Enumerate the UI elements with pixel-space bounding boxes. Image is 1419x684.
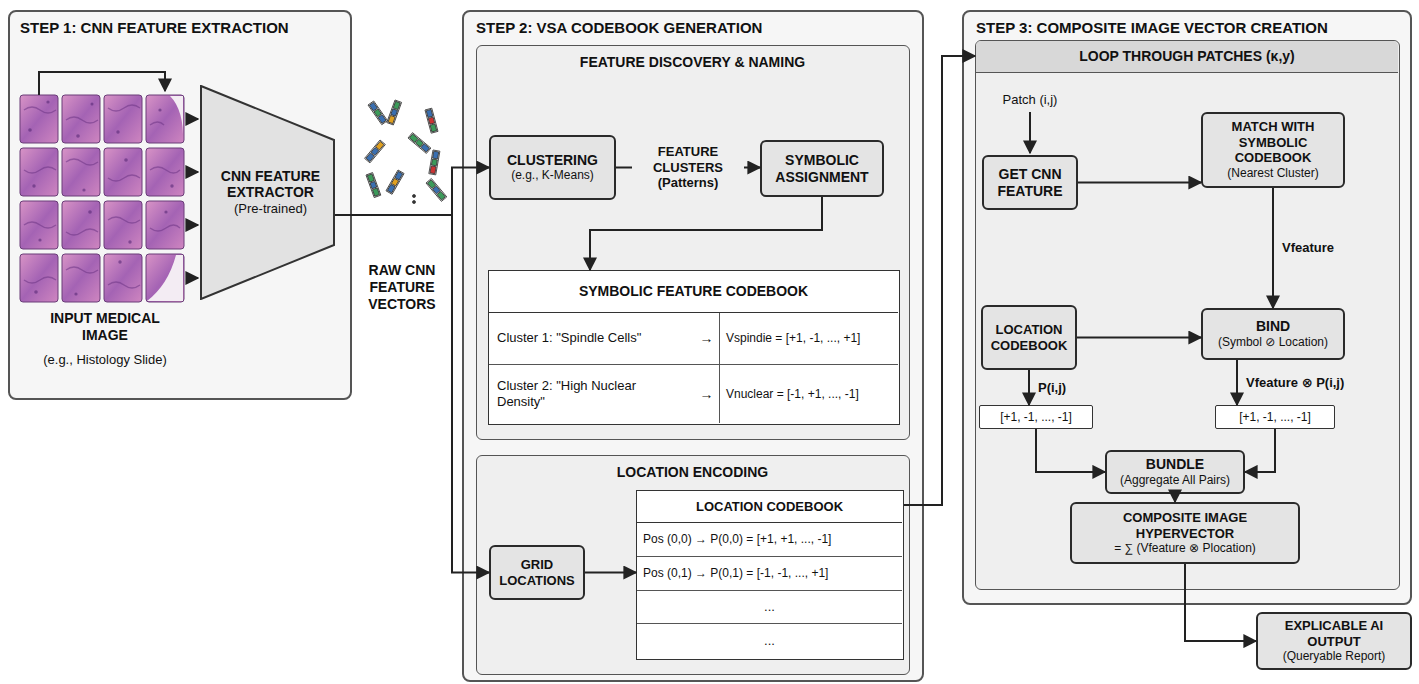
table-cell: Pos (0,1) → P(0,1) = [-1, -1, ..., +1] — [637, 557, 902, 591]
node-text: STEP 3: COMPOSITE IMAGE VECTOR CREATION — [976, 18, 1396, 38]
process-box: GRID LOCATIONS — [489, 545, 585, 600]
node-text: LOCATION ENCODING — [477, 464, 908, 481]
node-text: ... — [637, 599, 902, 615]
cnn-extractor: CNN FEATURE EXTRACTOR(Pre-trained) — [200, 85, 335, 300]
text-holder: Patch (i,j) — [990, 92, 1070, 108]
edge-label: FEATURE CLUSTERS (Patterns) — [632, 144, 744, 191]
table-cell: Pos (0,0) → P(0,0) = [+1, +1, ..., -1] — [637, 523, 902, 557]
node-text: LOCATION CODEBOOK — [637, 499, 902, 515]
text-holder: STEP 2: VSA CODEBOOK GENERATION — [476, 18, 906, 38]
node-text: CNN FEATURE EXTRACTOR — [214, 168, 327, 202]
node-text: BUNDLE — [1113, 456, 1237, 473]
table-cell: SYMBOLIC FEATURE CODEBOOK — [489, 271, 898, 313]
node-text: → — [694, 386, 719, 403]
node-text: (Nearest Cluster) — [1209, 166, 1337, 181]
node-text: (Symbol ⊘ Location) — [1209, 335, 1337, 350]
node-text: INPUT MEDICAL IMAGE — [35, 310, 175, 344]
process-box: BIND(Symbol ⊘ Location) — [1201, 308, 1345, 360]
node-text: GRID LOCATIONS — [497, 557, 577, 588]
process-box: GET CNN FEATURE — [982, 155, 1078, 210]
node-text: FEATURE DISCOVERY & NAMING — [477, 54, 908, 71]
table-cell: → — [694, 313, 719, 365]
node-text: (e.g., Histology Slide) — [20, 352, 190, 368]
process-box: CLUSTERING(e.g., K-Means) — [489, 135, 616, 200]
vector-box: [+1, -1, ..., -1] — [1215, 405, 1335, 429]
codebook-table: LOCATION CODEBOOK Pos (0,0) → P(0,0) = [+… — [636, 490, 904, 660]
free-label: Patch (i,j) — [990, 92, 1070, 108]
text-holder: LOCATION ENCODING — [477, 464, 908, 481]
node-text: Pos (0,1) → P(0,1) = [-1, -1, ..., +1] — [643, 566, 896, 581]
text-holder: STEP 3: COMPOSITE IMAGE VECTOR CREATION — [976, 18, 1396, 38]
node-text: (e.g., K-Means) — [497, 168, 608, 183]
text-holder: FEATURE DISCOVERY & NAMING — [477, 54, 908, 71]
node-text: STEP 2: VSA CODEBOOK GENERATION — [476, 18, 906, 38]
step-panel: STEP 1: CNN FEATURE EXTRACTION INPUT MEDI… — [8, 10, 352, 400]
node-text: Vspindie = [+1, -1, ..., +1] — [726, 331, 892, 346]
free-label: RAW CNN FEATURE VECTORS — [356, 262, 448, 312]
table-cell: ... — [637, 624, 902, 658]
node-text: LOCATION CODEBOOK — [989, 322, 1069, 353]
edge-label-holder: FEATURE CLUSTERS (Patterns) — [632, 144, 744, 191]
node-text: GET CNN FEATURE — [990, 166, 1070, 200]
node-text: COMPOSITE IMAGE HYPERVECTOR — [1078, 510, 1292, 541]
loop-panel: LOOP THROUGH PATCHES (κ,y) GET CNN FEATUR… — [975, 40, 1400, 590]
node-text: EXPLICABLE AI OUTPUT — [1264, 618, 1404, 649]
process-box: LOCATION CODEBOOK — [981, 305, 1077, 370]
trapezoid-outline — [201, 86, 334, 299]
node-text: SYMBOLIC FEATURE CODEBOOK — [489, 283, 898, 300]
node-text: [+1, -1, ..., -1] — [1220, 410, 1330, 425]
node-text: Cluster 2: "High Nuclear Density" — [497, 378, 686, 411]
node-text: Cluster 1: "Spindle Cells" — [497, 330, 686, 346]
edge-label-holder: Vfeature — [1280, 240, 1336, 256]
table-cell: Cluster 1: "Spindle Cells" — [489, 313, 694, 365]
codebook-table: SYMBOLIC FEATURE CODEBOOK Cluster 1: "Spi… — [488, 270, 900, 425]
feature-vector-icons — [365, 100, 447, 204]
node-text: (Queryable Report) — [1264, 649, 1404, 664]
vector-box: [+1, -1, ..., -1] — [979, 405, 1093, 429]
table-cell: Vspindie = [+1, -1, ..., +1] — [719, 313, 898, 365]
node-text: BIND — [1209, 318, 1337, 335]
edge-label: P(i,j) — [1036, 380, 1068, 396]
table-cell: ... — [637, 591, 902, 624]
table-cell: LOCATION CODEBOOK — [637, 491, 902, 523]
edge-label-holder: P(i,j) — [1036, 380, 1068, 396]
node-text: = ∑ (Vfeature ⊗ Plocation) — [1078, 541, 1292, 556]
edge-label: Vfeature — [1280, 240, 1336, 256]
node-text: MATCH WITH SYMBOLIC CODEBOOK — [1209, 119, 1337, 166]
node-text: STEP 1: CNN FEATURE EXTRACTION — [20, 18, 342, 38]
output-box: EXPLICABLE AI OUTPUT(Queryable Report) — [1256, 612, 1412, 670]
sub-panel: LOCATION ENCODING GRID LOCATIONS LOCATION … — [476, 455, 910, 675]
node-text: Vnuclear = [-1, +1, ..., -1] — [726, 387, 892, 402]
process-box: SYMBOLIC ASSIGNMENT — [760, 140, 884, 197]
node-text: SYMBOLIC ASSIGNMENT — [768, 152, 876, 186]
table-cell: → — [694, 365, 719, 423]
node-text: ... — [637, 633, 902, 649]
process-box: MATCH WITH SYMBOLIC CODEBOOK(Nearest Clu… — [1201, 112, 1345, 188]
text-holder: STEP 1: CNN FEATURE EXTRACTION — [20, 18, 342, 38]
node-text: (Pre-trained) — [214, 201, 327, 217]
node-text: → — [694, 330, 719, 347]
table-cell: Vnuclear = [-1, +1, ..., -1] — [719, 365, 898, 423]
node-text: [+1, -1, ..., -1] — [984, 410, 1088, 425]
result-box: COMPOSITE IMAGE HYPERVECTOR= ∑ (Vfeature… — [1070, 502, 1300, 564]
text-holder: RAW CNN FEATURE VECTORS — [356, 262, 448, 312]
node-text: Pos (0,0) → P(0,0) = [+1, +1, ..., -1] — [643, 532, 896, 547]
table-cell: Cluster 2: "High Nuclear Density" — [489, 365, 694, 423]
edge-label-holder: Vfeature ⊗ P(i,j) — [1244, 375, 1346, 391]
node-text: CLUSTERING — [497, 152, 608, 169]
node-text: LOOP THROUGH PATCHES (κ,y) — [976, 48, 1398, 65]
process-box: BUNDLE(Aggregate All Pairs) — [1105, 450, 1245, 494]
text-holder: (e.g., Histology Slide) — [20, 352, 190, 368]
node-text: (Aggregate All Pairs) — [1113, 473, 1237, 488]
text-holder: INPUT MEDICAL IMAGE — [35, 310, 175, 344]
sub-panel: FEATURE DISCOVERY & NAMING CLUSTERING(e.g… — [476, 45, 910, 440]
step-panel: STEP 2: VSA CODEBOOK GENERATION FEATURE D… — [462, 10, 924, 682]
table-cell: LOOP THROUGH PATCHES (κ,y) — [976, 41, 1398, 73]
edge-label: Vfeature ⊗ P(i,j) — [1244, 375, 1346, 391]
